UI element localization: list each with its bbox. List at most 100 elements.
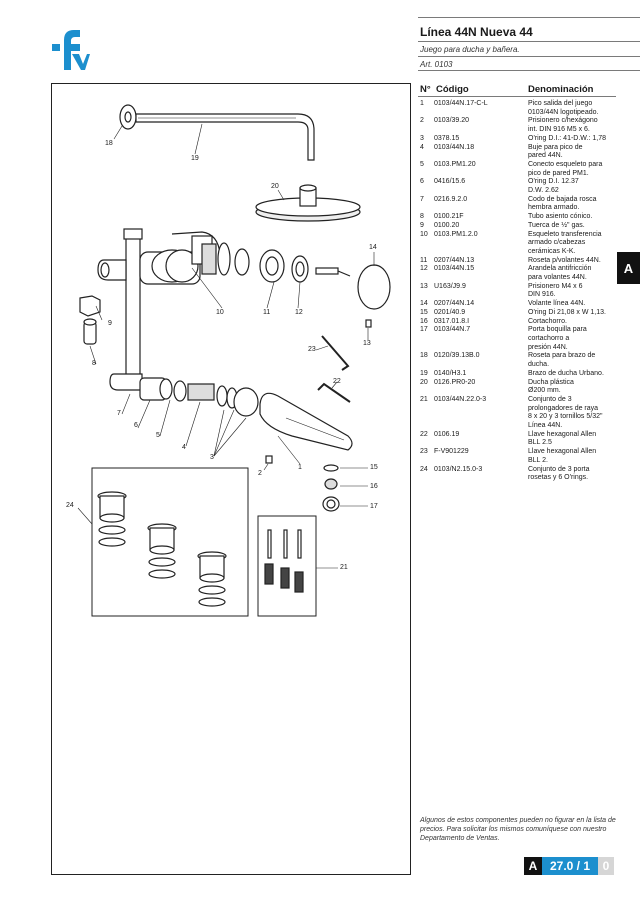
label-12: 12 xyxy=(295,309,303,316)
part-description-line: rosetas y 6 O'rings. xyxy=(528,474,589,482)
part-number: 16 xyxy=(420,317,428,325)
part-description-line: Prisionero M4 x 6 xyxy=(528,282,583,290)
label-24: 24 xyxy=(66,502,74,509)
part-description-line: Buje para pico de xyxy=(528,143,583,151)
label-11: 11 xyxy=(263,309,271,316)
part-description-line: Tuerca de ½" gas. xyxy=(528,221,585,229)
part-number: 12 xyxy=(420,265,428,273)
part-description-line: Conjunto de 3 porta xyxy=(528,465,590,473)
label-15: 15 xyxy=(370,464,378,471)
page-subtitle: Juego para ducha y bañera. xyxy=(420,45,520,54)
part-code: 0317.01.8.I xyxy=(434,317,470,325)
part-description-line: Brazo de ducha Urbano. xyxy=(528,369,604,377)
part-description-line: prolongadores de raya xyxy=(528,404,599,412)
part-description-line: BLL 2. xyxy=(528,456,548,464)
label-7: 7 xyxy=(117,410,121,417)
part-code: 0378.15 xyxy=(434,134,460,142)
part-description-line: D.W. 2.62 xyxy=(528,187,559,195)
page-number: A 27.0 / 1 0 xyxy=(524,857,614,875)
page-revision: 0 xyxy=(598,857,614,875)
part-code: 0416/15.6 xyxy=(434,178,466,186)
fv-logo xyxy=(52,30,90,70)
part-description-line: Cortachorro. xyxy=(528,317,567,325)
part-description-line: O'ring D.I.: 41-D.W.: 1,78 xyxy=(528,134,606,142)
part-description-line: DIN 916. xyxy=(528,291,556,299)
label-9: 9 xyxy=(108,320,112,327)
part-number: 24 xyxy=(420,465,428,473)
part-code: F-V901229 xyxy=(434,448,469,456)
part-number: 23 xyxy=(420,448,428,456)
label-13: 13 xyxy=(363,340,371,347)
part-description-line: Roseta p/volantes 44N. xyxy=(528,256,601,264)
table-row: 9 0100.20 Tuerca de ½" gas. xyxy=(420,222,615,231)
part-description-line: Línea 44N. xyxy=(528,422,563,430)
part-description-line: ducha. xyxy=(528,361,550,369)
part-description: Tubo asiento cónico. xyxy=(528,213,615,222)
part-number: 15 xyxy=(420,308,428,316)
part-description: O'ring Di 21,08 x W 1,13. xyxy=(528,309,615,318)
part-number: 6 xyxy=(420,178,424,186)
section-tab: A xyxy=(617,252,640,284)
label-14: 14 xyxy=(369,244,377,251)
part-description-line: para volantes 44N. xyxy=(528,274,587,282)
part-code: 0103/44N.15 xyxy=(434,265,475,273)
part-code: 0103/39.20 xyxy=(434,117,470,125)
part-description-line: presión 44N. xyxy=(528,343,568,351)
part-description-line: Codo de bajada rosca xyxy=(528,195,597,203)
part-description-line: O'ring D.I. 12.37 xyxy=(528,178,579,186)
label-20: 20 xyxy=(271,183,279,190)
part-description-line: Llave hexagonal Allen xyxy=(528,430,597,438)
part-number: 9 xyxy=(420,221,424,229)
part-description: Cortachorro. xyxy=(528,318,615,327)
part-code: 0103/44N.18 xyxy=(434,143,475,151)
col-header-no: N° xyxy=(420,84,431,95)
part-number: 20 xyxy=(420,378,428,386)
part-code: 0103.PM1.20 xyxy=(434,160,476,168)
label-8: 8 xyxy=(92,360,96,367)
label-1: 1 xyxy=(298,464,302,471)
part-number: 10 xyxy=(420,230,428,238)
part-description-line: Arandela antifricción xyxy=(528,265,592,273)
part-code: 0207/44N.14 xyxy=(434,300,475,308)
exploded-view-diagram: 18 19 20 14 9 8 10 11 12 13 23 22 7 6 5 … xyxy=(51,83,411,875)
part-description-line: O'ring Di 21,08 x W 1,13. xyxy=(528,308,606,316)
part-description-line: Prisionero c/hexágono xyxy=(528,117,598,125)
part-description: Roseta p/volantes 44N. xyxy=(528,257,615,266)
part-description-line: Volante línea 44N. xyxy=(528,300,586,308)
part-description-line: Ducha plástica xyxy=(528,378,574,386)
part-code: 0100.20 xyxy=(434,221,460,229)
footer-note: Algunos de estos componentes pueden no f… xyxy=(420,817,616,842)
part-number: 19 xyxy=(420,369,428,377)
part-description: Volante línea 44N. xyxy=(528,300,615,309)
table-row: 16 0317.01.8.I Cortachorro. xyxy=(420,318,615,327)
col-header-code: Código xyxy=(436,84,469,95)
part-description-line: Conecto esqueleto para xyxy=(528,160,603,168)
part-description-line: Conjunto de 3 xyxy=(528,395,572,403)
part-number: 3 xyxy=(420,134,424,142)
part-description-line: cerámicas K-K. xyxy=(528,247,576,255)
part-description-line: 8 x 20 y 3 tornillos 5/32" xyxy=(528,413,603,421)
page-section: A xyxy=(524,857,542,875)
label-5: 5 xyxy=(156,432,160,439)
